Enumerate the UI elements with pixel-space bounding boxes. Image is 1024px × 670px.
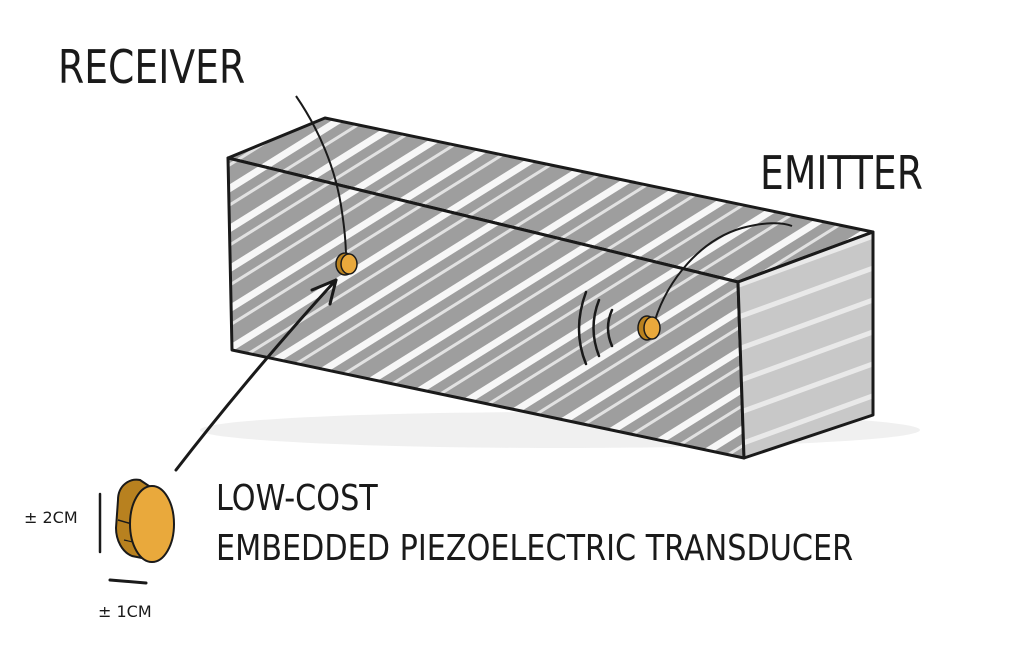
receiver-wire xyxy=(295,95,347,259)
receiver-label: RECEIVER xyxy=(58,40,246,94)
transducer-label-line2: EMBEDDED PIEZOELECTRIC TRANSDUCER xyxy=(216,528,854,569)
transducer-label-line1: LOW-COST xyxy=(216,478,378,519)
pointer-arrow xyxy=(174,278,338,472)
width-dimension-line xyxy=(108,578,148,585)
height-dimension-label: ± 2CM xyxy=(24,508,78,527)
receiver-sensor xyxy=(335,252,358,276)
beam-end-face xyxy=(736,230,875,460)
emitter-wire xyxy=(654,222,793,321)
emitter-label: EMITTER xyxy=(760,146,923,200)
width-dimension-label: ± 1CM xyxy=(98,602,152,621)
transducer-puck xyxy=(114,478,175,563)
wave-arcs xyxy=(577,290,614,366)
emitter-sensor xyxy=(637,315,661,341)
